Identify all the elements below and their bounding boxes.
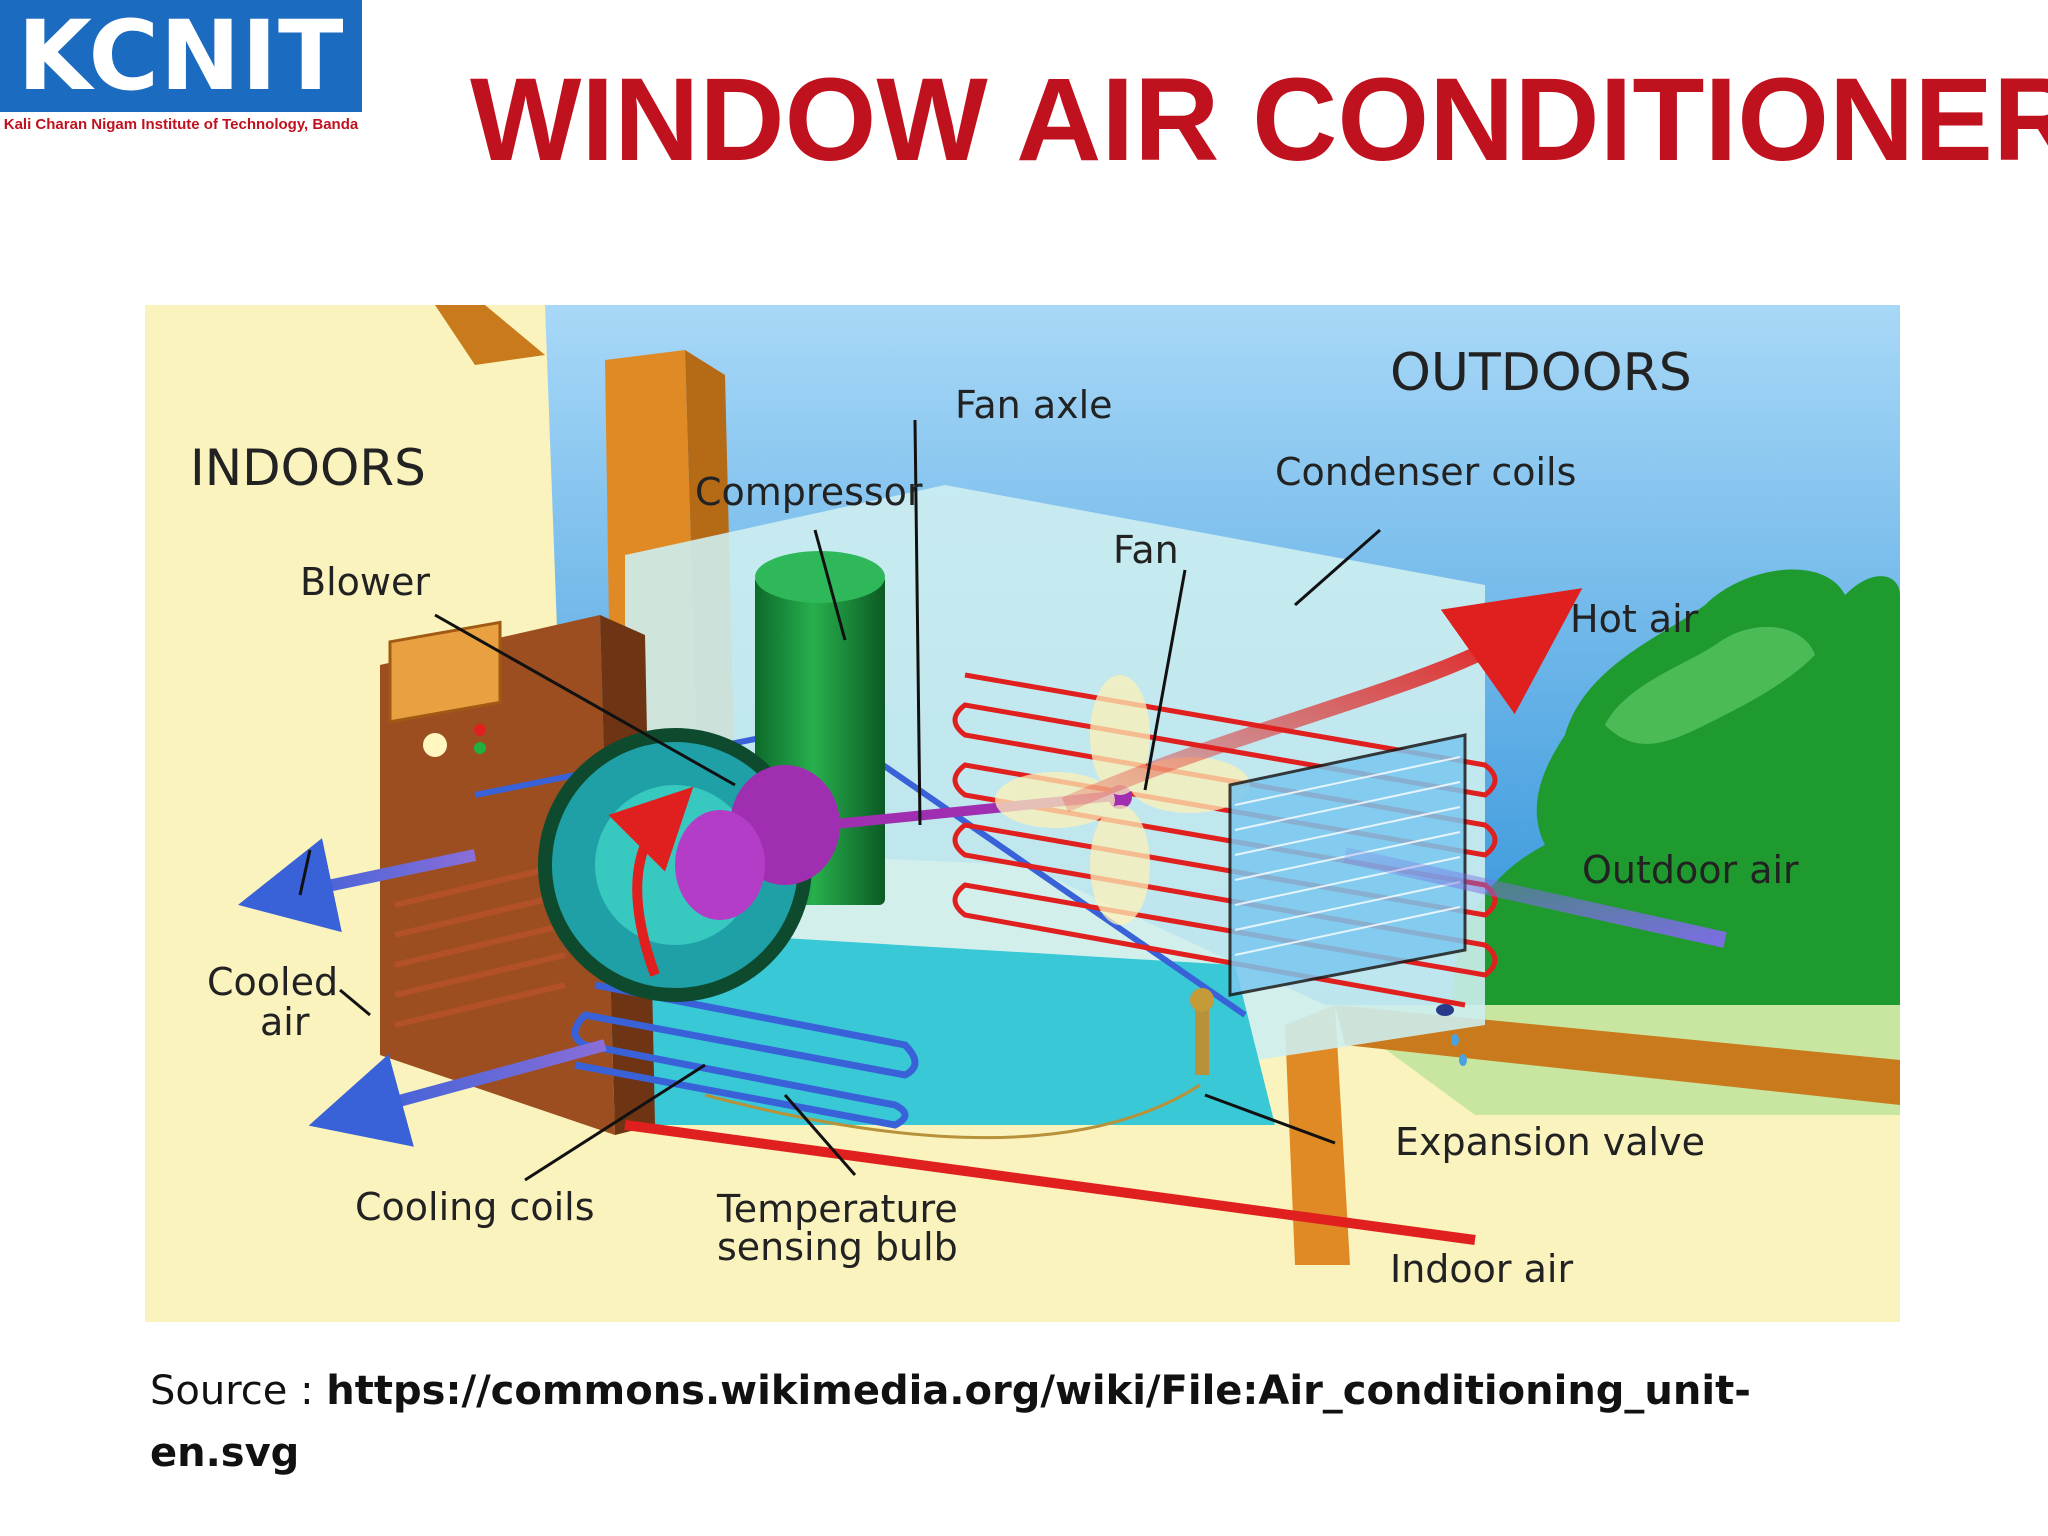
control-knob — [423, 733, 447, 757]
expansion-valve — [1195, 1005, 1209, 1075]
logo-subtitle: Kali Charan Nigam Institute of Technolog… — [3, 116, 359, 133]
label-indoor-air: Indoor air — [1390, 1247, 1573, 1291]
blower-circulation-arrow — [608, 786, 694, 977]
label-cooled-air-line2: air — [260, 1000, 310, 1044]
temperature-sensing-bulb — [704, 1083, 1201, 1140]
tree-highlight — [1605, 626, 1815, 744]
control-light-green — [474, 742, 486, 754]
outdoor-air-arrow — [1343, 847, 1727, 948]
label-compressor: Compressor — [695, 470, 923, 514]
hot-air-arrow — [1061, 588, 1583, 813]
kcnit-logo: KCNIT Kali Charan Nigam Institute of Tec… — [0, 0, 362, 140]
source-url-line2: en.svg — [150, 1430, 300, 1476]
air-conditioner-diagram: INDOORS OUTDOORS Fan axle Compressor Con… — [145, 305, 1900, 1322]
cooled-air-arrow-upper — [238, 838, 477, 933]
cooling-coils — [571, 981, 919, 1129]
condenser-coils — [952, 672, 1498, 1008]
label-indoors: INDOORS — [190, 439, 426, 497]
label-cooling-coils: Cooling coils — [355, 1185, 595, 1229]
source-citation: Source : https://commons.wikimedia.org/w… — [150, 1360, 1850, 1484]
cooled-air-arrow-lower — [308, 1039, 607, 1147]
control-panel — [388, 620, 502, 724]
wall-sill — [1335, 1005, 1900, 1105]
control-light-red — [474, 724, 486, 736]
label-temperature-bulb-line2: sensing bulb — [717, 1225, 958, 1269]
label-cooled-air-line1: Cooled — [207, 960, 338, 1004]
label-blower: Blower — [300, 560, 430, 604]
hot-refrigerant-line — [624, 1120, 1476, 1245]
logo-text: KCNIT — [0, 0, 362, 112]
label-fan-axle: Fan axle — [955, 383, 1113, 427]
source-url-line1: https://commons.wikimedia.org/wiki/File:… — [326, 1368, 1751, 1414]
label-temperature-bulb-line1: Temperature — [716, 1187, 958, 1231]
compressor-top — [755, 551, 885, 603]
condenser-grille — [1228, 733, 1467, 997]
label-fan: Fan — [1113, 528, 1179, 572]
source-prefix: Source : — [150, 1368, 327, 1414]
water-drip — [1459, 1054, 1467, 1066]
label-hot-air: Hot air — [1570, 597, 1699, 641]
water-drip — [1451, 1034, 1459, 1046]
leader-lines — [298, 419, 1381, 1182]
blower-hub — [675, 810, 765, 920]
expansion-valve-cap — [1190, 988, 1214, 1012]
slide-title: WINDOW AIR CONDITIONER — [470, 54, 2048, 186]
label-outdoors: OUTDOORS — [1390, 343, 1692, 403]
label-expansion-valve: Expansion valve — [1395, 1120, 1705, 1164]
wall-top-beam — [435, 305, 545, 365]
tree-foliage — [1445, 569, 1900, 1065]
label-condenser-coils: Condenser coils — [1275, 450, 1576, 494]
label-outdoor-air: Outdoor air — [1582, 848, 1799, 892]
water-drop — [1436, 1004, 1454, 1016]
evaporator-coils — [394, 862, 566, 1028]
